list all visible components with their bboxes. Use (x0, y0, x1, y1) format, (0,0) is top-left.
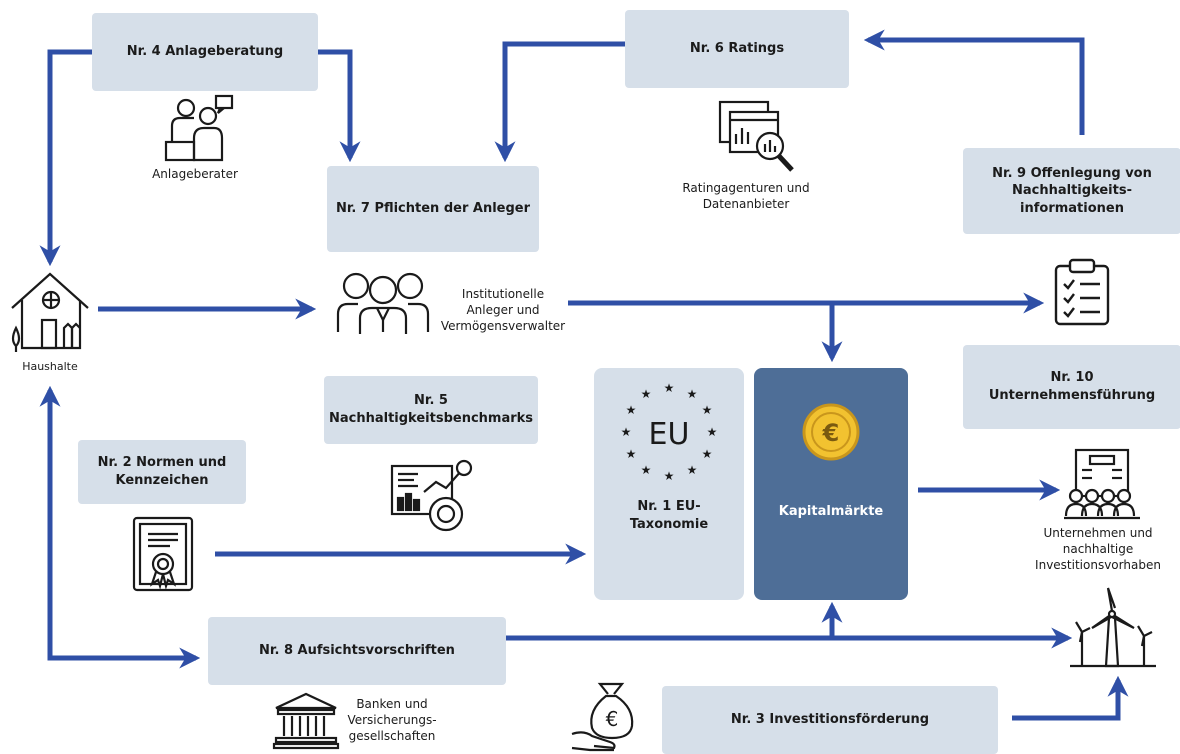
svg-text:★: ★ (687, 387, 698, 401)
taxonomie-label: Nr. 1 EU-Taxonomie (629, 499, 709, 532)
kapitalmaerkte-label: Kapitalmärkte (778, 504, 884, 519)
svg-text:★: ★ (626, 447, 637, 461)
svg-text:★: ★ (702, 403, 713, 417)
arrow-anlageberatung-pflichten (318, 49, 361, 163)
company-building-icon (1064, 448, 1140, 520)
caption-ratingagenturen: Ratingagenturen und Datenanbieter (682, 181, 810, 212)
clipboard-checklist-icon (1054, 258, 1110, 326)
svg-text:★: ★ (641, 463, 652, 477)
caption-unternehmen: Unternehmen und nachhaltige Investitions… (1035, 526, 1161, 573)
box-eu-taxonomie: ★ ★ ★ ★ ★ ★ ★ ★ ★ ★ ★ ★ EU Nr. 1 EU-Taxo… (594, 368, 744, 600)
bank-icon (272, 692, 340, 750)
box-benchmarks: Nr. 5 Nachhaltigkeitsbenchmarks (324, 376, 538, 444)
house-icon (11, 272, 89, 352)
caption-haushalte: Haushalte (22, 360, 78, 373)
advisor-icon (164, 94, 234, 162)
svg-text:★: ★ (664, 469, 675, 483)
svg-text:★: ★ (621, 425, 632, 439)
arrow-foerderung-wind (1012, 675, 1129, 721)
box-aufsicht: Nr. 8 Aufsichtsvorschriften (208, 617, 506, 685)
caption-banken: Banken und Versicherungs-gesellschaften (347, 697, 437, 744)
box-anlageberatung: Nr. 4 Anlageberatung (92, 13, 318, 91)
svg-text:★: ★ (626, 403, 637, 417)
box-normen: Nr. 2 Normen und Kennzeichen (78, 440, 246, 504)
svg-text:★: ★ (702, 447, 713, 461)
wind-turbines-icon (1070, 587, 1156, 668)
box-unternehmensfuehrung: Nr. 10 Unternehmensführung (963, 345, 1180, 429)
caption-anlageberater: Anlageberater (152, 167, 238, 181)
rating-analysis-icon (718, 100, 794, 172)
arrow-aufsicht-haushalte (39, 385, 201, 669)
benchmark-chart-icon (390, 459, 473, 532)
arrow-ratings-pflichten (494, 41, 625, 163)
money-bag-hand-icon: € (571, 682, 634, 752)
caption-institutionelle: Institutionelle Anleger und Vermögensver… (440, 287, 566, 334)
euro-coin-icon: € (802, 403, 860, 461)
box-offenlegung: Nr. 9 Offenlegung von Nachhaltigkeits-in… (963, 148, 1180, 234)
institutional-investors-icon (336, 272, 430, 334)
eu-mark: EU (649, 417, 690, 452)
arrow-offenlegung-ratings (863, 29, 1085, 135)
box-kapitalmaerkte: € Kapitalmärkte (754, 368, 908, 600)
svg-text:€: € (606, 707, 619, 731)
arrow-anlageberatung-haushalte (39, 49, 92, 267)
certificate-icon (132, 516, 194, 592)
eu-stars-icon: ★ ★ ★ ★ ★ ★ ★ ★ ★ ★ ★ ★ EU (621, 381, 718, 483)
box-investitionsfoerderung: Nr. 3 Investitionsförderung (662, 686, 998, 754)
box-ratings: Nr. 6 Ratings (625, 10, 849, 88)
box-pflichten: Nr. 7 Pflichten der Anleger (327, 166, 539, 252)
svg-text:★: ★ (664, 381, 675, 395)
svg-text:★: ★ (687, 463, 698, 477)
svg-text:★: ★ (641, 387, 652, 401)
svg-text:€: € (822, 419, 840, 447)
svg-text:★: ★ (707, 425, 718, 439)
